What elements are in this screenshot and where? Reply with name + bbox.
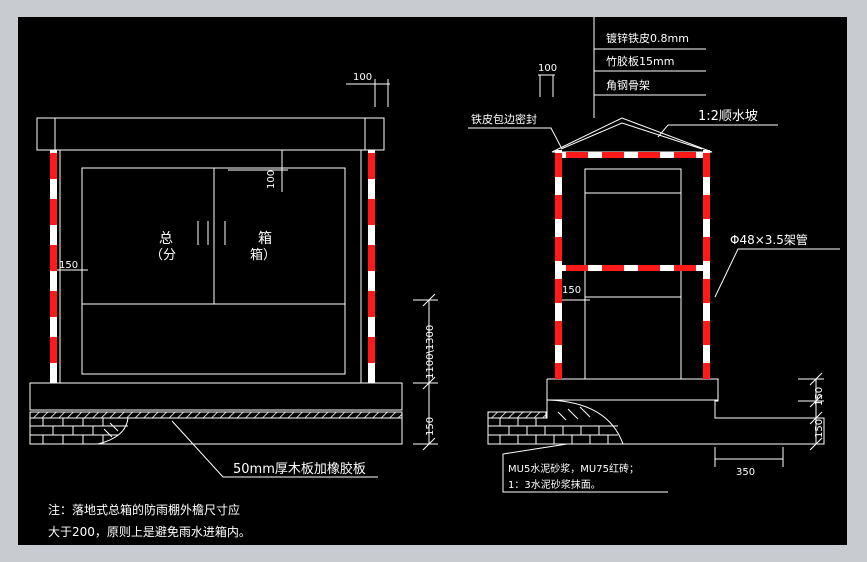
text-layer: 100 100 150 1100\1300 150 总 （分 箱 箱） 100 … <box>48 31 825 539</box>
cad-drawing: 100 100 150 1100\1300 150 总 （分 箱 箱） 100 … <box>29 17 840 539</box>
dim-1100-1300: 1100\1300 <box>425 325 436 379</box>
dim-150-right: 150 <box>562 285 581 296</box>
dim-150-base-left: 150 <box>425 417 436 436</box>
pitched-roof <box>551 117 713 153</box>
roof-beam <box>36 117 385 151</box>
note-line-1: 注：落地式总箱的防雨棚外檐尺寸应 <box>48 502 240 517</box>
label-angle-steel: 角钢骨架 <box>606 79 650 92</box>
note-line-2: 大于200，原则上是避免雨水进箱内。 <box>48 524 251 539</box>
drawing-canvas: 100 100 150 1100\1300 150 总 （分 箱 箱） 100 … <box>18 17 847 545</box>
brick-foundation <box>29 417 403 445</box>
front-elevation <box>29 79 438 478</box>
label-galvanized: 镀锌铁皮0.8mm <box>606 31 689 45</box>
label-pipe: Φ48×3.5架管 <box>730 232 808 247</box>
side-section <box>468 17 840 493</box>
dim-100-left-vert: 100 <box>266 170 277 189</box>
label-xiang2: 箱） <box>250 247 276 263</box>
label-zong: 总 <box>159 231 173 247</box>
dim-150-left: 150 <box>59 260 78 271</box>
dim-150-right-b: 150 <box>814 419 825 438</box>
section-box <box>584 168 682 380</box>
left-pipes <box>50 150 375 383</box>
dim-150-right-a: 150 <box>814 387 825 406</box>
label-edge-seal: 铁皮包边密封 <box>471 112 537 126</box>
label-fen: （分 <box>150 248 176 263</box>
label-bamboo: 竹胶板15mm <box>606 54 674 68</box>
wood-rubber-board <box>29 411 403 419</box>
leader-wood-board <box>171 420 378 478</box>
label-mortar-1: MU5水泥砂浆，MU75红砖； <box>508 462 639 475</box>
dim-100-left-top: 100 <box>353 72 372 83</box>
label-mortar-2: 1：3水泥砂浆抹面。 <box>508 478 601 491</box>
label-xiang1: 箱 <box>258 231 272 247</box>
label-wood-board: 50mm厚木板加橡胶板 <box>233 461 366 477</box>
label-slope: 1:2顺水坡 <box>698 109 758 124</box>
brick-lines <box>30 417 129 445</box>
right-pipes <box>555 150 710 379</box>
concrete-base <box>29 382 403 411</box>
dim-100-right-top: 100 <box>538 63 557 74</box>
brick-lines-right <box>488 399 624 445</box>
dim-350: 350 <box>736 467 755 478</box>
